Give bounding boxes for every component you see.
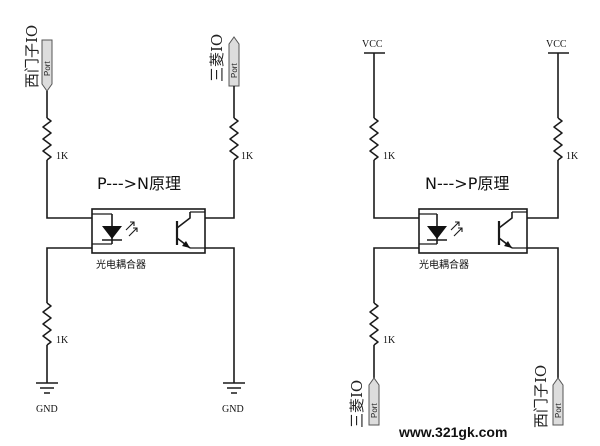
left-io-top-right-label: 三菱IO <box>208 34 226 82</box>
left-led-diode-icon <box>102 226 122 239</box>
right-port-bottom-left-text: Port <box>370 403 379 418</box>
right-vcc-left-label: VCC <box>362 39 383 50</box>
left-wire-left-down <box>46 160 92 219</box>
right-resistor-top-right <box>553 117 563 161</box>
right-led-light-arrow-icon <box>450 221 463 237</box>
right-resistor-bottom-left-value: 1K <box>383 335 396 346</box>
right-vcc-right-label: VCC <box>546 39 567 50</box>
right-port-bottom-left: Port <box>368 377 380 426</box>
left-wire-bottom-right <box>205 247 235 383</box>
right-port-bottom-right-text: Port <box>554 403 563 418</box>
right-resistor-top-left <box>369 117 379 161</box>
left-gnd-right-label: GND <box>222 404 244 415</box>
left-port-top-right-text: Port <box>230 63 239 78</box>
left-ground-left-icon <box>36 382 58 394</box>
left-wire-right-down <box>205 160 235 219</box>
left-resistor-top-right <box>229 117 239 161</box>
left-io-top-left-label: 西门子IO <box>23 25 41 88</box>
left-resistor-top-left-value: 1K <box>56 151 69 162</box>
left-port-top-right: Port <box>228 36 240 87</box>
left-port-top-left-text: Port <box>43 61 52 76</box>
right-io-bottom-left-label: 三菱IO <box>348 380 366 428</box>
left-resistor-bottom-left-value: 1K <box>56 335 69 346</box>
right-resistor-top-right-value: 1K <box>566 151 579 162</box>
right-io-bottom-right-label: 西门子IO <box>532 365 550 428</box>
left-resistor-top-right-value: 1K <box>241 151 254 162</box>
right-led-diode-icon <box>427 226 447 239</box>
left-ground-right-icon <box>223 382 245 394</box>
left-gnd-left-label: GND <box>36 404 58 415</box>
left-resistor-top-left <box>42 117 52 161</box>
left-circuit: 西门子IO Port 三菱IO Port 1K 1K P--->N原理 <box>23 25 254 415</box>
left-optocoupler <box>91 208 206 254</box>
right-phototransistor-icon <box>497 211 527 249</box>
right-resistor-bottom-left <box>369 302 379 346</box>
right-resistor-top-left-value: 1K <box>383 151 396 162</box>
left-resistor-bottom-left <box>42 302 52 346</box>
right-port-bottom-right: Port <box>552 377 564 426</box>
left-title: P--->N原理 <box>97 174 181 193</box>
left-wire-bottom-left <box>46 247 92 303</box>
left-led-light-arrow-icon <box>125 221 138 237</box>
left-phototransistor-icon <box>175 211 205 249</box>
watermark-text: www.321gk.com <box>398 424 507 440</box>
right-circuit: VCC 1K VCC 1K N--->P原理 <box>348 39 579 428</box>
left-port-top-left: Port <box>41 39 53 92</box>
left-opto-label: 光电耦合器 <box>96 258 146 271</box>
right-title: N--->P原理 <box>425 174 509 193</box>
right-opto-label: 光电耦合器 <box>419 258 469 271</box>
right-optocoupler <box>418 208 528 254</box>
